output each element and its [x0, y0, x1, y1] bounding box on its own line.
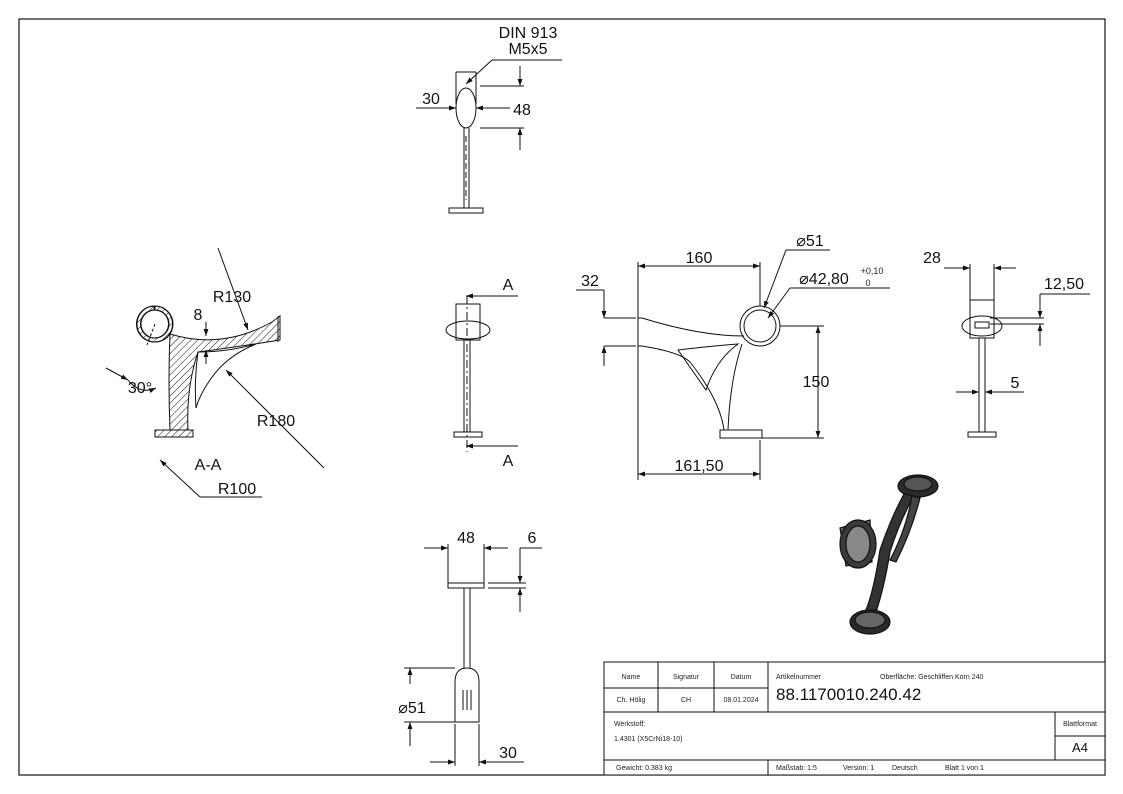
- title-block: [603, 661, 1106, 776]
- front-dim-161-50: 161,50: [675, 458, 724, 475]
- tolerance-upper: +0,10: [861, 266, 884, 276]
- front-dim-150: 150: [803, 374, 830, 391]
- top-view: [416, 59, 562, 214]
- header-name: Name: [622, 674, 641, 681]
- side-view: [944, 264, 1090, 438]
- side-dim-12-50: 12,50: [1044, 276, 1084, 293]
- bottom-dim-48: 48: [457, 530, 475, 547]
- value-signature: CH: [681, 697, 691, 704]
- top-dim-48: 48: [513, 102, 531, 119]
- tolerance-lower: 0: [865, 278, 870, 288]
- material-label: Werkstoff:: [614, 721, 645, 728]
- article-number-label: Artikelnummer: [776, 674, 822, 681]
- bottom-dim-30: 30: [499, 745, 517, 762]
- front-dim-32: 32: [581, 273, 599, 290]
- material-value: 1.4301 (X5CrNi18-10): [614, 736, 682, 743]
- isometric-view: [839, 474, 939, 635]
- value-name: Ch. Hölig: [617, 697, 646, 704]
- sheet-format-value: A4: [1072, 740, 1088, 755]
- scale: Maßstab: 1:5: [776, 765, 817, 772]
- middle-view: [445, 293, 518, 452]
- version: Version: 1: [843, 765, 874, 772]
- din-913-note: DIN 913: [499, 25, 558, 42]
- section-label-a-a: A-A: [195, 457, 222, 474]
- side-dim-28: 28: [923, 250, 941, 267]
- sheet-border: [18, 18, 1106, 776]
- top-dim-30: 30: [422, 91, 440, 108]
- sheet-number: Blatt 1 von 1: [945, 765, 984, 772]
- front-dim-phi51: ⌀51: [796, 233, 824, 250]
- sheet-format-label: Blattformat: [1063, 721, 1097, 728]
- dim-r180: R180: [257, 413, 295, 430]
- bottom-dim-6: 6: [528, 530, 537, 547]
- header-signature: Signatur: [673, 674, 700, 681]
- surface-finish: Oberfläche: Geschliffen Korn 240: [880, 674, 983, 681]
- front-view: [576, 249, 890, 480]
- m5x5-note: M5x5: [508, 41, 547, 58]
- weight: Gewicht: 0.383 kg: [616, 765, 672, 772]
- dim-8: 8: [194, 307, 203, 324]
- dim-r100: R100: [218, 481, 256, 498]
- section-mark-a-top: A: [503, 277, 514, 294]
- dim-30-degree: 30°: [128, 380, 152, 397]
- language: Deutsch: [892, 765, 918, 772]
- front-dim-phi4280: ⌀42,80: [799, 271, 849, 288]
- bottom-view: [404, 544, 542, 766]
- header-date: Datum: [731, 674, 752, 681]
- front-dim-160: 160: [686, 250, 713, 267]
- section-view-a-a: [105, 247, 325, 498]
- section-mark-a-bottom: A: [503, 453, 514, 470]
- bottom-dim-phi51: ⌀51: [398, 700, 426, 717]
- dim-r130: R130: [213, 289, 251, 306]
- side-dim-5: 5: [1011, 375, 1020, 392]
- value-date: 08.01.2024: [723, 697, 758, 704]
- article-number: 88.1170010.240.42: [776, 685, 921, 704]
